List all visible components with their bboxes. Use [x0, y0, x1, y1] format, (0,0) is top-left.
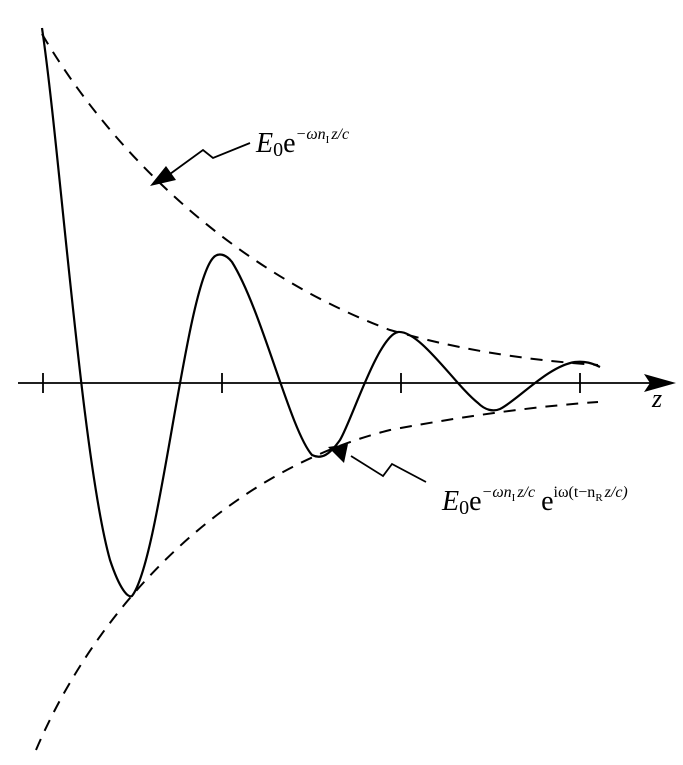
z-axis-label: z	[651, 384, 662, 413]
upper-envelope-curve	[41, 33, 599, 366]
z-axis-arrowhead	[644, 374, 676, 392]
envelope-pointer-arrow	[150, 142, 251, 186]
axis-tick-marks	[42, 373, 581, 393]
lower-envelope-curve	[35, 401, 599, 751]
damped-wave-curve	[40, 27, 601, 598]
wave-pointer-arrow	[328, 444, 427, 483]
